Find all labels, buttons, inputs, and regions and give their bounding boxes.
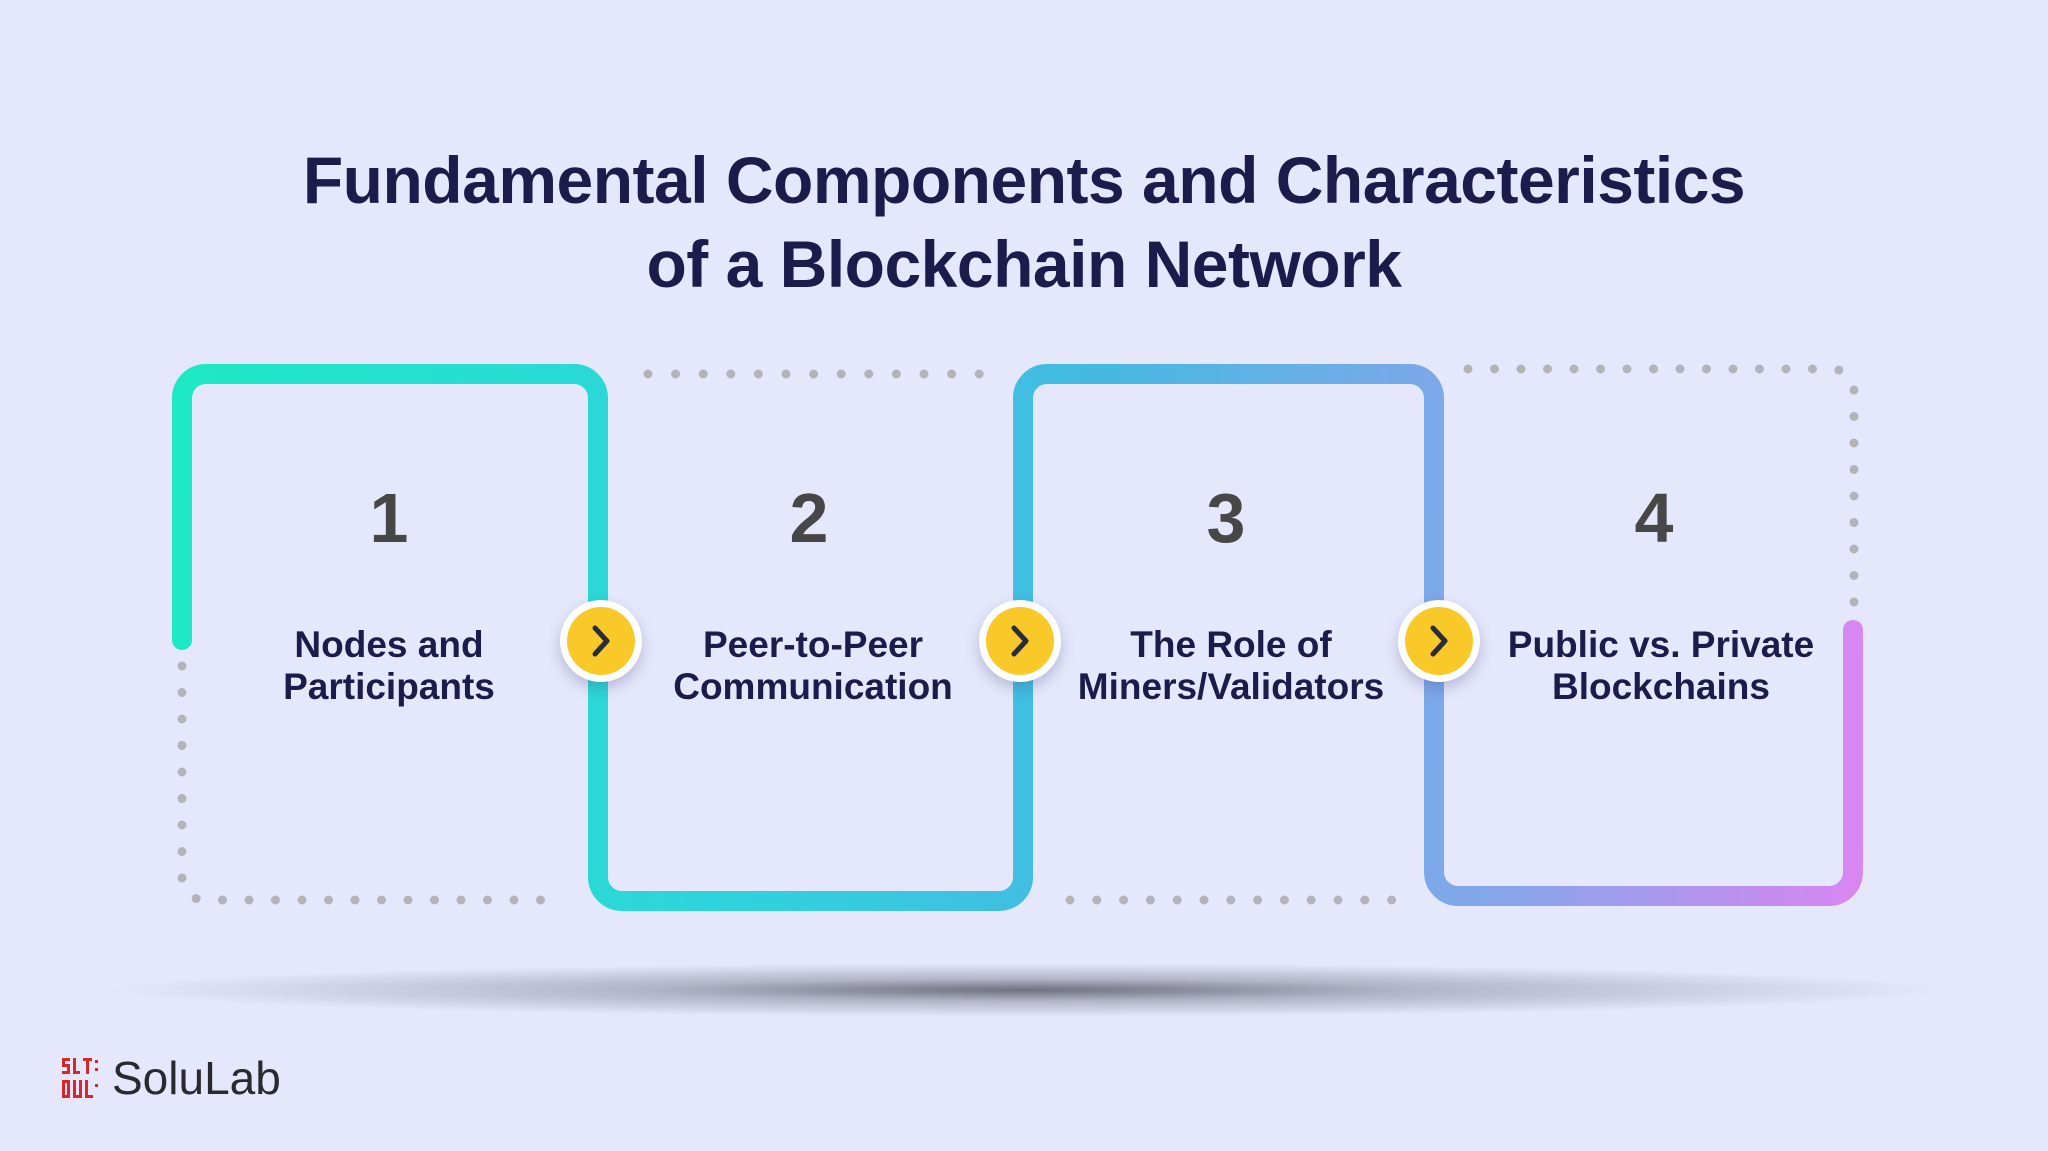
chevron-right-icon bbox=[1430, 625, 1448, 657]
chevron-right-icon bbox=[592, 625, 610, 657]
connector-arrow-1 bbox=[560, 600, 642, 682]
dotted-path-right bbox=[1463, 364, 1859, 615]
connector-arrow-3 bbox=[1398, 600, 1480, 682]
step-4-label: Public vs. Private Blockchains bbox=[1481, 624, 1841, 708]
step-4-label-line-2: Blockchains bbox=[1552, 666, 1770, 707]
step-1-label: Nodes and Participants bbox=[209, 624, 569, 708]
step-3-label: The Role of Miners/Validators bbox=[1051, 624, 1411, 708]
page-title: Fundamental Components and Characteristi… bbox=[0, 138, 2048, 306]
step-4-number: 4 bbox=[1634, 479, 1674, 557]
title-line-2: of a Blockchain Network bbox=[646, 227, 1402, 301]
brand-logo: SoluLab bbox=[62, 1048, 281, 1108]
step-3-label-line-1: The Role of bbox=[1130, 624, 1332, 665]
step-2-label-line-2: Communication bbox=[673, 666, 953, 707]
step-2-label-line-1: Peer-to-Peer bbox=[702, 624, 924, 665]
step-2-label: Peer-to-Peer Communication bbox=[633, 624, 993, 708]
title-line-1: Fundamental Components and Characteristi… bbox=[302, 143, 1746, 217]
solulab-logo-icon bbox=[62, 1058, 98, 1098]
step-1-number: 1 bbox=[369, 479, 409, 557]
floor-shadow bbox=[70, 962, 1980, 1018]
step-1-label-line-2: Participants bbox=[283, 666, 495, 707]
step-3-label-line-2: Miners/Validators bbox=[1077, 666, 1385, 707]
step-4-label-line-1: Public vs. Private bbox=[1507, 624, 1815, 665]
step-1-label-line-1: Nodes and bbox=[294, 624, 484, 665]
dotted-path-left bbox=[177, 661, 553, 905]
logo-text: SoluLab bbox=[112, 1052, 281, 1104]
chevron-right-icon bbox=[1011, 625, 1029, 657]
connector-arrow-2 bbox=[979, 600, 1061, 682]
step-3-number: 3 bbox=[1206, 479, 1246, 557]
step-2-number: 2 bbox=[789, 479, 829, 557]
